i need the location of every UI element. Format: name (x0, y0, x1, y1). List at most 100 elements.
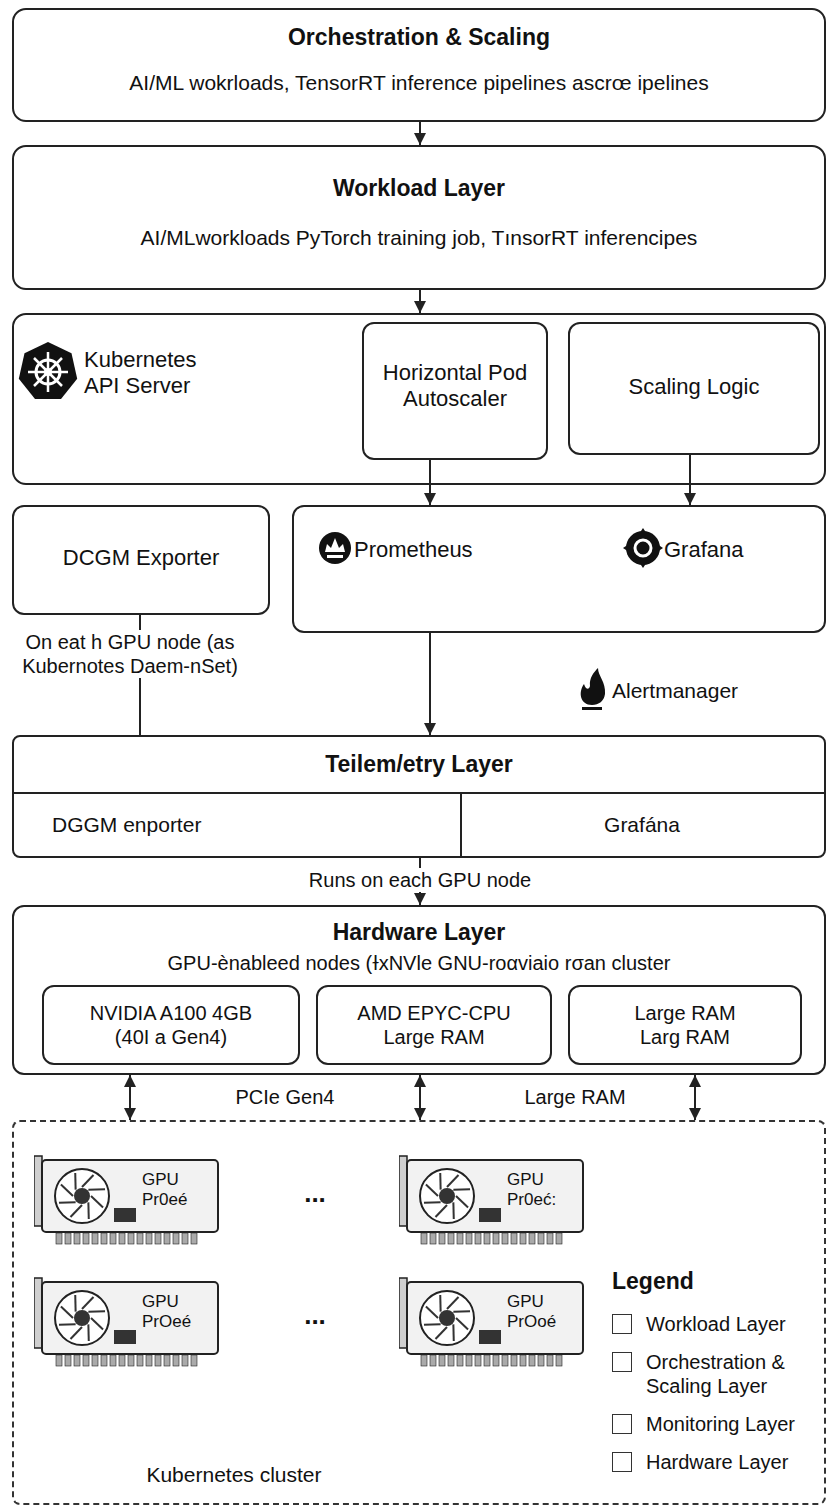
node-text: Large RAM Larg RAM (626, 1001, 744, 1049)
edge-finger (529, 1355, 535, 1366)
fan-blade (91, 1196, 103, 1208)
card-body (42, 1160, 218, 1232)
legend: Workload LayerOrchestration & Scaling La… (612, 1312, 827, 1474)
edge-finger (155, 1233, 161, 1244)
fan-blade (424, 1323, 441, 1325)
edge-finger (83, 1355, 89, 1366)
fan-blade (453, 1188, 470, 1190)
connector (694, 1075, 696, 1120)
legend-row: Hardware Layer (612, 1450, 827, 1474)
note-text: On eat h GPU node (as Kubernotes Daem-nS… (14, 630, 246, 678)
gpu-card-label: GPU PrOeé (142, 1292, 220, 1333)
edge-finger (520, 1355, 526, 1366)
edge-finger (56, 1233, 62, 1244)
hardware-box: NVIDIA A100 4GB (40I a Gen4) (42, 985, 300, 1065)
connector (129, 1075, 131, 1120)
edge-finger (421, 1233, 427, 1244)
connector (429, 633, 431, 735)
node-text: Grafána (466, 812, 818, 837)
edge-finger (65, 1233, 71, 1244)
cluster-region: Kubernetes clusterGPU Pr0eéGPU Pr0eć:GPU… (12, 1120, 826, 1505)
fan-blade (91, 1318, 103, 1330)
node-text: AMD EPYC-CPU Large RAM (356, 1001, 512, 1049)
node-text: DGGM enporter (52, 812, 442, 837)
layer-box: Hardware LayerGPU-ènableed nodes (ɫxNVle… (12, 905, 826, 1075)
edge-finger (173, 1355, 179, 1366)
edge-finger (164, 1355, 170, 1366)
edge-finger (137, 1233, 143, 1244)
edge-finger (101, 1233, 107, 1244)
edge-finger (182, 1233, 188, 1244)
node-text: NVIDIA A100 4GB (40I a Gen4) (78, 1001, 264, 1049)
edge-finger (421, 1355, 427, 1366)
edge-finger (83, 1233, 89, 1244)
fan-blade (435, 1205, 447, 1217)
grafana-teeth (623, 528, 663, 568)
gpu-card-label: GPU PrOoé (507, 1292, 585, 1333)
node-text: Horizontal Pod Autoscaler (368, 360, 542, 413)
legend-text: Orchestration & Scaling Layer (646, 1350, 824, 1398)
fan-hub (439, 1188, 455, 1204)
prometheus-circle (319, 532, 351, 564)
edge-finger (137, 1355, 143, 1366)
edge-finger (146, 1355, 152, 1366)
card-bracket (399, 1278, 407, 1348)
layer-title: Teilem/etry Layer (14, 751, 824, 779)
bus-label: Large RAM (505, 1085, 645, 1109)
layer-box: Teilem/etry LayerDGGM enporter Grafána (12, 735, 826, 858)
table-cell: DGGM enporter (14, 792, 462, 856)
gpu-card-illustration (34, 1150, 224, 1255)
edge-finger (448, 1233, 454, 1244)
edge-finger (110, 1233, 116, 1244)
edge-finger (484, 1355, 490, 1366)
edge-finger (92, 1355, 98, 1366)
legend-text: Hardware Layer (646, 1450, 824, 1474)
alertmanager-icon (581, 668, 605, 710)
edge-finger (520, 1233, 526, 1244)
fan-blade (87, 1324, 89, 1341)
edge-finger (110, 1355, 116, 1366)
legend-swatch (612, 1452, 632, 1472)
edge-finger (511, 1355, 517, 1366)
layer-title: Workload Layer (14, 175, 824, 203)
alertmanager-base (582, 707, 602, 710)
fan-housing (420, 1291, 474, 1345)
control-plane-band: Kubernetes API ServerHorizontal Pod Auto… (12, 313, 826, 485)
edge-finger (529, 1233, 535, 1244)
legend-swatch (612, 1314, 632, 1334)
kubernetes-icon (19, 342, 77, 399)
edge-finger (448, 1355, 454, 1366)
node-text: Scaling Logic (574, 374, 814, 400)
edge-finger (475, 1355, 481, 1366)
edge-finger (430, 1355, 436, 1366)
process-box: DCGM Exporter (12, 505, 270, 615)
node-text: DCGM Exporter (18, 545, 264, 571)
fan-housing (55, 1169, 109, 1223)
edge-finger (547, 1233, 553, 1244)
edge-label: Runs on each GPU node (305, 868, 535, 892)
legend-row: Monitoring Layer (612, 1412, 827, 1436)
edge-finger (119, 1233, 125, 1244)
gpu-card-label: GPU Pr0eć: (507, 1170, 585, 1211)
gpu-card-illustration (399, 1272, 589, 1377)
edge-finger (493, 1233, 499, 1244)
edge-finger (92, 1233, 98, 1244)
edge-finger (547, 1355, 553, 1366)
edge-finger (164, 1233, 170, 1244)
edge-finger (457, 1233, 463, 1244)
legend-swatch (612, 1414, 632, 1434)
prometheus-label: Prometheus (354, 537, 504, 563)
edge-finger (502, 1355, 508, 1366)
gpu-chip (479, 1208, 501, 1222)
edge-finger (146, 1233, 152, 1244)
prometheus-icon (319, 532, 351, 564)
edge-finger (119, 1355, 125, 1366)
legend-row: Workload Layer (612, 1312, 827, 1336)
fan-blade (439, 1295, 441, 1312)
connector (419, 290, 421, 313)
edge-finger (457, 1355, 463, 1366)
card-bracket (34, 1278, 42, 1348)
fan-blade (87, 1202, 89, 1219)
fan-blade (447, 1297, 459, 1309)
prometheus-flame (325, 538, 345, 552)
